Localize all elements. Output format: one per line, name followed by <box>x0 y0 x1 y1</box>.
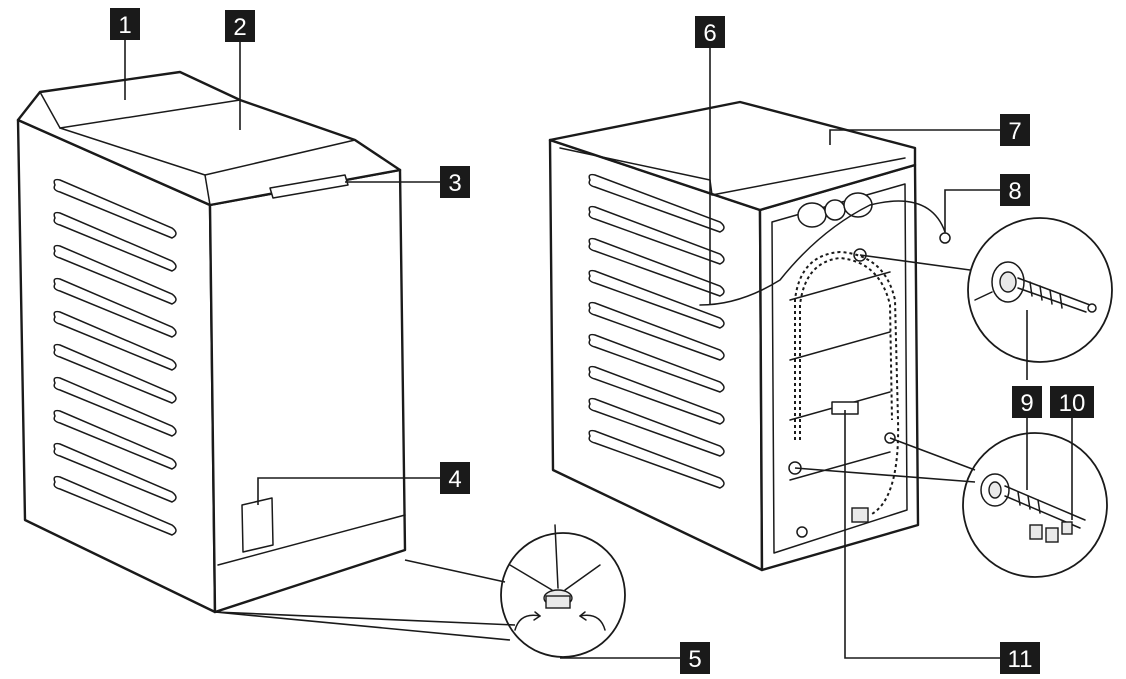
callout-8-label: 8 <box>1008 178 1021 205</box>
callout-6-label: 6 <box>703 20 716 47</box>
callout-2: 2 <box>225 10 255 42</box>
callout-5-label: 5 <box>688 646 701 673</box>
callout-7-label: 7 <box>1008 118 1021 145</box>
callout-2-label: 2 <box>233 14 246 41</box>
callout-5: 5 <box>680 642 710 674</box>
callout-1: 1 <box>110 8 140 40</box>
bolt-detail-bottom <box>794 432 1108 578</box>
callout-9-label: 9 <box>1020 390 1033 417</box>
bolt-detail-top <box>859 217 1113 363</box>
front-vents <box>53 178 177 536</box>
callout-11-label: 11 <box>1008 646 1033 673</box>
callout-6: 6 <box>695 16 725 48</box>
callout-leaders <box>124 40 1073 659</box>
callout-3: 3 <box>440 166 470 198</box>
callout-8: 8 <box>1000 174 1030 206</box>
callout-10: 10 <box>1050 386 1094 418</box>
callout-4: 4 <box>440 462 470 494</box>
callout-9: 9 <box>1012 386 1042 418</box>
callout-7: 7 <box>1000 114 1030 146</box>
front-machine <box>16 70 407 614</box>
callout-1-label: 1 <box>118 12 131 39</box>
callout-4-label: 4 <box>448 466 461 493</box>
rear-vents <box>588 173 725 489</box>
callout-11: 11 <box>1000 642 1040 674</box>
foot-detail <box>214 524 626 658</box>
callout-10-label: 10 <box>1059 390 1086 417</box>
callout-3-label: 3 <box>448 170 461 197</box>
rear-machine <box>548 100 951 572</box>
